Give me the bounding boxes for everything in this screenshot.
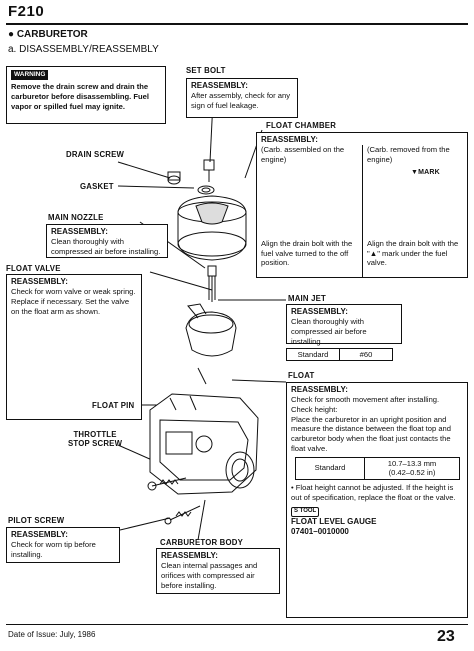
- pilot-screw-heading: REASSEMBLY:: [11, 530, 68, 539]
- float-text-3: Place the carburetor in an upright posit…: [291, 414, 451, 453]
- float-chamber-label: FLOAT CHAMBER: [266, 121, 337, 130]
- throttle-stop-screw-label: THROTTLE STOP SCREW: [68, 430, 122, 448]
- float-text-1: Check for smooth movement after installi…: [291, 395, 440, 405]
- main-jet-box: REASSEMBLY: Clean thoroughly with compre…: [286, 304, 402, 346]
- float-chamber-right: (Carb. removed from the engine) ▼MARK Al…: [363, 145, 467, 277]
- throttle-stop-screw-line1: THROTTLE: [73, 430, 117, 439]
- gauge-number: 07401–0010000: [291, 527, 349, 537]
- carburetor-body-text: Clean internal passages and orifices wit…: [161, 561, 258, 590]
- tool-badge-row: S TOOL: [291, 505, 463, 518]
- float-spec-value-in: (0.42–0.52 in): [388, 468, 436, 478]
- float-chamber-left: (Carb. assembled on the engine) Align th…: [257, 145, 363, 277]
- throttle-stop-screw-line2: STOP SCREW: [68, 439, 123, 448]
- main-nozzle-text: Clean thoroughly with compressed air bef…: [51, 237, 161, 256]
- float-pin-label: FLOAT PIN: [92, 401, 135, 410]
- set-bolt-heading: REASSEMBLY:: [191, 81, 248, 90]
- float-chamber-left-caption: (Carb. assembled on the engine): [261, 145, 345, 164]
- header-rule: [6, 23, 468, 25]
- pilot-screw-text: Check for worn tip before installing.: [11, 540, 96, 559]
- float-label: FLOAT: [288, 371, 315, 380]
- main-nozzle-box: REASSEMBLY: Clean thoroughly with compre…: [46, 224, 168, 258]
- main-jet-label: MAIN JET: [288, 294, 326, 303]
- warning-box: WARNING Remove the drain screw and drain…: [6, 66, 166, 124]
- main-jet-heading: REASSEMBLY:: [291, 307, 348, 316]
- float-valve-box: REASSEMBLY: Check for worn valve or weak…: [6, 274, 142, 420]
- main-jet-text: Clean thoroughly with compressed air bef…: [291, 317, 367, 346]
- float-chamber-heading: REASSEMBLY:: [261, 135, 318, 144]
- float-chamber-right-caption: (Carb. removed from the engine): [367, 145, 450, 164]
- mark-label: ▼MARK: [411, 169, 440, 178]
- float-box: REASSEMBLY: Check for smooth movement af…: [286, 382, 468, 618]
- float-spec-table: Standard 10.7–13.3 mm (0.42–0.52 in): [295, 456, 460, 480]
- page-number: 23: [437, 628, 455, 645]
- section-title-text: CARBURETOR: [16, 29, 88, 40]
- footer-rule: [6, 624, 468, 625]
- issue-date: Date of Issue: July, 1986: [8, 630, 96, 639]
- float-heading: REASSEMBLY:: [291, 385, 348, 394]
- float-chamber-box: REASSEMBLY: (Carb. assembled on the engi…: [256, 132, 468, 278]
- float-valve-heading: REASSEMBLY:: [11, 277, 68, 286]
- carburetor-body-label: CARBURETOR BODY: [160, 538, 243, 547]
- main-nozzle-label: MAIN NOZZLE: [48, 213, 104, 222]
- gasket-label: GASKET: [80, 182, 114, 191]
- float-chamber-right-text: Align the drain bolt with the "▲" mark u…: [367, 239, 459, 268]
- gauge-label: FLOAT LEVEL GAUGE: [291, 517, 377, 527]
- mark-label-text: MARK: [418, 169, 440, 176]
- main-jet-spec-value: #60: [339, 348, 393, 361]
- drain-screw-label: DRAIN SCREW: [66, 150, 125, 159]
- float-spec-label: Standard: [295, 456, 365, 480]
- set-bolt-label: SET BOLT: [186, 66, 226, 75]
- float-note: • Float height cannot be adjusted. If th…: [291, 482, 456, 502]
- warning-badge: WARNING: [11, 70, 49, 81]
- warning-text: Remove the drain screw and drain the car…: [11, 82, 149, 111]
- set-bolt-box: REASSEMBLY: After assembly, check for an…: [186, 78, 298, 118]
- mark-arrow-icon: ▼: [411, 169, 419, 176]
- float-spec-value: 10.7–13.3 mm (0.42–0.52 in): [364, 456, 460, 480]
- section-subtitle: a. DISASSEMBLY/REASSEMBLY: [8, 44, 159, 55]
- section-title: ● CARBURETOR: [8, 29, 88, 40]
- carburetor-body-box: REASSEMBLY: Clean internal passages and …: [156, 548, 280, 594]
- main-jet-spec-table: Standard #60: [286, 348, 393, 361]
- set-bolt-text: After assembly, check for any sign of fu…: [191, 91, 291, 110]
- float-valve-label: FLOAT VALVE: [6, 264, 61, 273]
- bullet-icon: ●: [8, 29, 15, 40]
- carburetor-body-heading: REASSEMBLY:: [161, 551, 218, 560]
- float-spec-value-mm: 10.7–13.3 mm: [387, 458, 437, 468]
- pilot-screw-box: REASSEMBLY: Check for worn tip before in…: [6, 527, 120, 563]
- main-nozzle-heading: REASSEMBLY:: [51, 227, 108, 236]
- float-valve-text: Check for worn valve or weak spring. Rep…: [11, 287, 136, 316]
- special-tool-badge: S TOOL: [291, 507, 320, 518]
- float-chamber-left-text: Align the drain bolt with the fuel valve…: [261, 239, 353, 268]
- float-text-2: Check height:: [291, 404, 338, 414]
- pilot-screw-label: PILOT SCREW: [8, 516, 65, 525]
- page-header-title: F210: [8, 3, 45, 20]
- main-jet-spec-label: Standard: [286, 348, 340, 361]
